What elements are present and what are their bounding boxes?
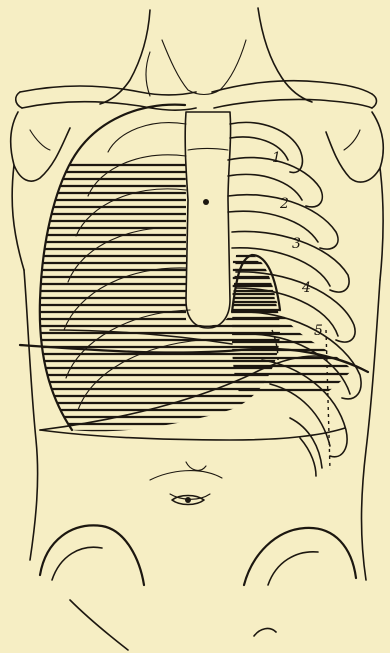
rib-number-2: 2 (279, 196, 289, 212)
rib-number-1: 1 (272, 150, 281, 166)
shoulder-left-outline (11, 112, 70, 270)
clavicles (16, 81, 377, 110)
left-lung-lower-hatching (220, 262, 360, 390)
left-ribs (228, 122, 361, 476)
neck-outline (100, 8, 312, 104)
sternal-mark (203, 199, 209, 205)
shoulder-right-outline (326, 112, 383, 280)
rib-number-3: 3 (292, 236, 301, 252)
rib-number-4: 4 (301, 280, 311, 296)
rib-number-5: 5 (314, 323, 323, 339)
navel-mark (185, 497, 191, 503)
pelvis-outline (40, 525, 356, 650)
sternum (185, 112, 230, 328)
